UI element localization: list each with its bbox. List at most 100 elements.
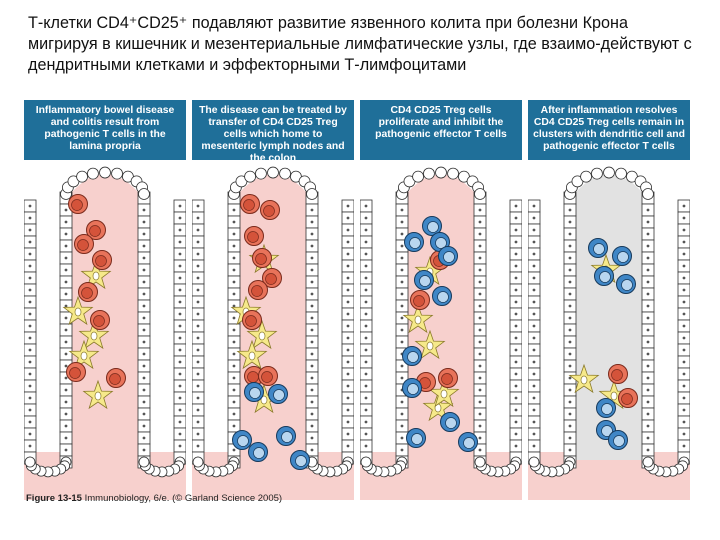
epithelial-nucleus [310,280,314,284]
epithelial-nucleus [532,396,536,400]
treg-cell-nucleus [273,389,285,401]
epithelial-nucleus [28,360,32,364]
epithelial-nucleus [64,304,68,308]
epithelial-nucleus [346,240,350,244]
epithelial-nucleus [364,372,368,376]
epithelial-nucleus [568,256,572,260]
epithelial-nucleus [514,444,518,448]
epithelial-nucleus [28,228,32,232]
epithelial-nucleus [310,400,314,404]
epithelial-nucleus [232,376,236,380]
epithelial-nucleus [364,396,368,400]
epithelial-nucleus [232,304,236,308]
epithelial-nucleus [514,420,518,424]
epithelial-nucleus [682,432,686,436]
epithelial-nucleus [232,220,236,224]
epithelial-nucleus [178,240,182,244]
epithelial-nucleus [646,328,650,332]
epithelial-nucleus [64,232,68,236]
epithelial-nucleus [514,312,518,316]
epithelial-nucleus [514,300,518,304]
epithelial-nucleus [400,424,404,428]
epithelial-nucleus [178,276,182,280]
epithelial-nucleus [532,348,536,352]
epithelial-nucleus [478,232,482,236]
epithelial-cell [642,188,654,200]
epithelial-nucleus [568,268,572,272]
epithelial-nucleus [532,204,536,208]
epithelial-nucleus [682,240,686,244]
treg-cell-nucleus [253,447,265,459]
epithelial-nucleus [28,300,32,304]
epithelial-nucleus [568,412,572,416]
treg-cell [402,378,422,398]
epithelial-nucleus [646,268,650,272]
epithelial-nucleus [310,232,314,236]
treg-cell [588,238,608,258]
epithelial-nucleus [178,252,182,256]
epithelial-nucleus [28,408,32,412]
epithelial-nucleus [346,276,350,280]
epithelial-nucleus [196,324,200,328]
epithelial-nucleus [568,304,572,308]
epithelial-nucleus [364,348,368,352]
treg-cell [402,346,422,366]
epithelial-nucleus [646,364,650,368]
effector-t-cell [92,250,112,270]
epithelial-nucleus [64,328,68,332]
epithelial-nucleus [178,228,182,232]
treg-cell [276,426,296,446]
epithelial-nucleus [400,340,404,344]
epithelial-nucleus [514,240,518,244]
epithelial-nucleus [178,336,182,340]
epithelial-nucleus [514,336,518,340]
treg-cell-nucleus [407,351,419,363]
epithelial-nucleus [232,208,236,212]
epithelial-nucleus [28,444,32,448]
epithelial-nucleus [568,340,572,344]
epithelial-nucleus [142,364,146,368]
epithelium [528,166,690,478]
epithelial-nucleus [568,220,572,224]
epithelial-nucleus [568,400,572,404]
epithelial-nucleus [142,328,146,332]
epithelial-nucleus [310,244,314,248]
epithelial-nucleus [310,340,314,344]
effector-t-cell [74,234,94,254]
epithelial-nucleus [532,264,536,268]
effector-t-cell [410,290,430,310]
epithelial-nucleus [514,204,518,208]
epithelial-nucleus [514,228,518,232]
effector-t-cell [244,226,264,246]
epithelial-nucleus [346,336,350,340]
epithelial-nucleus [28,240,32,244]
epithelial-nucleus [400,232,404,236]
epithelial-cell [192,456,204,468]
epithelial-cell [591,167,603,180]
figure-source: Immunobiology, 6/e. (© Garland Science 2… [84,493,283,504]
epithelial-nucleus [532,420,536,424]
epithelial-nucleus [682,204,686,208]
epithelial-nucleus [28,252,32,256]
treg-cell-nucleus [295,455,307,467]
epithelial-nucleus [568,292,572,296]
epithelial-nucleus [28,204,32,208]
panel-3-header: CD4 CD25 Treg cells proliferate and inhi… [360,100,522,160]
epithelial-nucleus [478,304,482,308]
epithelial-nucleus [646,400,650,404]
epithelial-nucleus [568,436,572,440]
treg-cell-nucleus [427,221,439,233]
epithelial-nucleus [364,288,368,292]
epithelial-nucleus [232,412,236,416]
epithelial-nucleus [364,216,368,220]
epithelial-nucleus [646,292,650,296]
epithelial-nucleus [346,348,350,352]
epithelial-cell [435,166,447,179]
epithelial-nucleus [346,252,350,256]
epithelial-cell [76,170,88,183]
effector-cell-nucleus [93,315,105,327]
treg-cell-nucleus [435,237,447,249]
epithelial-nucleus [346,216,350,220]
effector-t-cell [66,362,86,382]
epithelial-nucleus [532,444,536,448]
